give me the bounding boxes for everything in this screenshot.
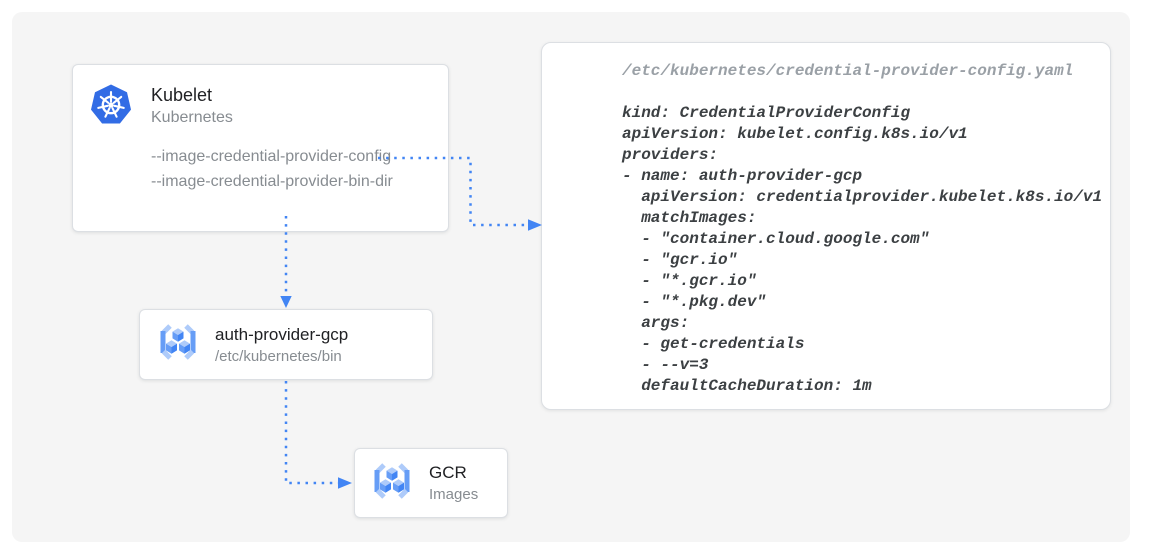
gcr-node-text: GCR Images [429,461,478,505]
gcr-title: GCR [429,463,467,482]
kubelet-node: Kubelet Kubernetes --image-credential-pr… [72,64,449,232]
container-registry-icon [369,458,415,509]
kubelet-subtitle: Kubernetes [151,109,233,126]
auth-provider-subtitle: /etc/kubernetes/bin [215,347,342,365]
auth-provider-title: auth-provider-gcp [215,324,349,344]
kubernetes-icon [89,83,133,132]
config-yaml-content: kind: CredentialProviderConfig apiVersio… [622,104,1103,395]
kubelet-flags: --image-credential-provider-config --ima… [151,144,448,194]
config-file-path: /etc/kubernetes/credential-provider-conf… [622,62,1074,80]
kubelet-title: Kubelet [151,85,213,105]
credential-provider-config-panel: /etc/kubernetes/credential-provider-conf… [541,42,1111,410]
flag-image-credential-provider-bin-dir: --image-credential-provider-bin-dir [151,173,393,190]
flag-image-credential-provider-config: --image-credential-provider-config [151,148,392,165]
gcr-node: GCR Images [354,448,508,518]
container-registry-icon [155,319,201,370]
auth-provider-node-text: auth-provider-gcp /etc/kubernetes/bin [215,323,348,367]
auth-provider-gcp-node: auth-provider-gcp /etc/kubernetes/bin [139,309,433,380]
kubelet-node-text: Kubelet Kubernetes [151,83,233,129]
gcr-subtitle: Images [429,486,479,503]
kubelet-node-header: Kubelet Kubernetes [89,83,448,132]
